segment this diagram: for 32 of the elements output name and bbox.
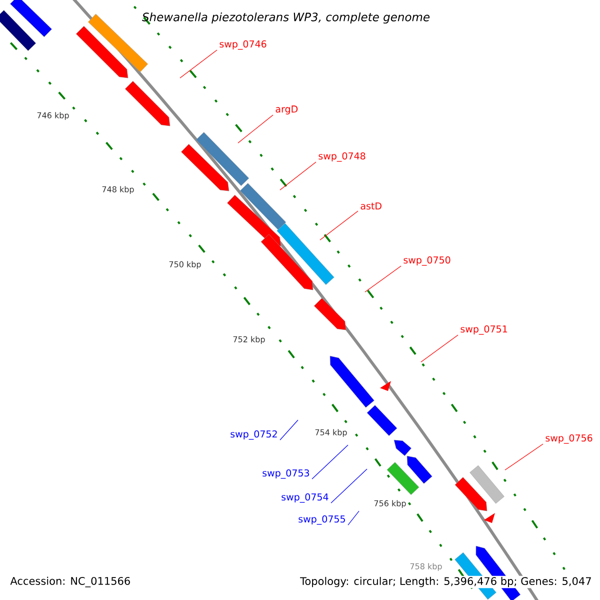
scale-label: 752 kbp — [233, 336, 265, 344]
title: Shewanella piezotolerans WP3, complete genome — [142, 12, 430, 24]
gene-label: swp_0750 — [404, 256, 450, 266]
leader-line — [330, 468, 368, 504]
gene-label: swp_0755 — [298, 515, 345, 525]
leader-line — [420, 334, 458, 362]
scale-label: 754 kbp — [315, 429, 347, 437]
leader-line — [364, 266, 402, 292]
gene-label: swp_0746 — [220, 40, 266, 50]
gene-label: swp_0752 — [230, 430, 277, 440]
scale-label: 758 kbp — [410, 563, 442, 571]
scale-label: 748 kbp — [102, 186, 134, 194]
leader-line — [348, 510, 360, 526]
scale-label: 756 kbp — [374, 500, 406, 508]
leader-line — [180, 50, 218, 78]
gene-label: swp_0754 — [282, 493, 328, 503]
gene-label: swp_0753 — [262, 469, 310, 479]
footer-text: Accession: NC_011566 — [9, 576, 132, 588]
footer-text: Topology: circular; Length: 5,396,476 bp; Genes: 5,047 — [299, 576, 593, 588]
leader-line — [280, 162, 316, 190]
leader-line — [320, 210, 358, 240]
leader-line — [312, 444, 348, 480]
leader-line — [504, 444, 544, 470]
scale-label: 746 kbp — [37, 112, 69, 120]
gene-label: swp_0751 — [460, 325, 507, 335]
gene-label: argD — [276, 106, 298, 114]
gene-label: swp_0756 — [546, 434, 592, 444]
leader-line — [280, 420, 298, 440]
scale-label: 750 kbp — [169, 261, 201, 269]
gene-label: swp_0748 — [318, 152, 366, 162]
gene-label: astD — [360, 202, 382, 210]
leader-line — [238, 114, 274, 144]
